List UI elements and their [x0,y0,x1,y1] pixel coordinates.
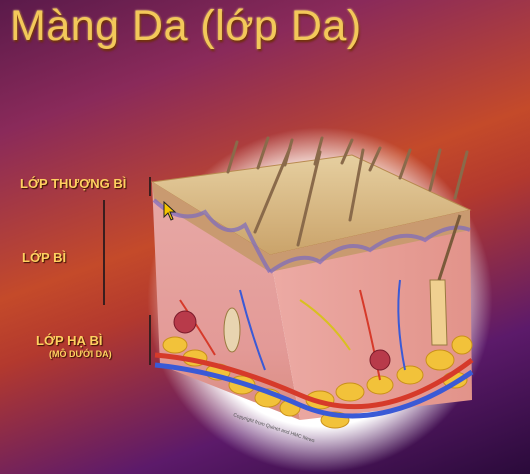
mouse-cursor-icon [163,201,177,221]
label-dermis: LỚP BÌ [22,250,67,265]
label-hypodermis: LỚP HẠ BÌ [36,333,103,348]
slide-title: Màng Da (lớp Da) [10,2,362,50]
label-hypodermis-note: (MÔ DƯỚI DA) [49,349,112,359]
label-epidermis: LỚP THƯỢNG BÌ [20,176,127,191]
